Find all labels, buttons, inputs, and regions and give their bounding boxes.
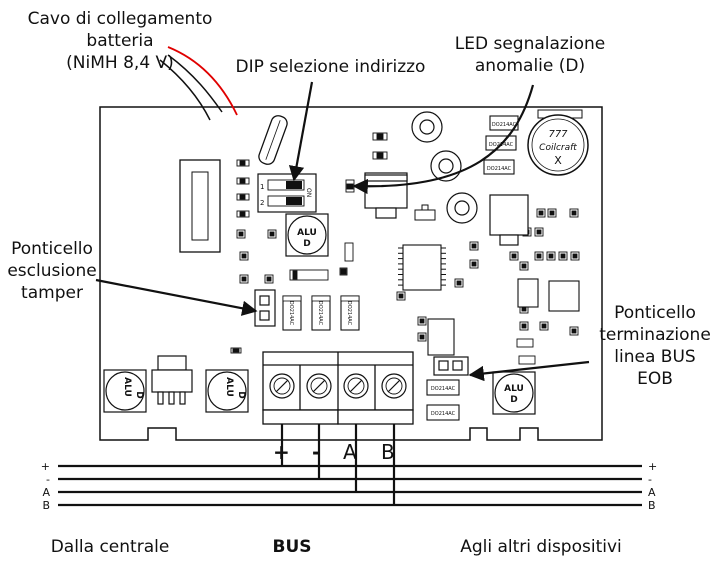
diode-bottom-1: DO214AC [426, 379, 460, 396]
dip-switch: 1 2 ON [257, 173, 317, 213]
bus-label-right: + [648, 460, 657, 473]
bus-label-left: A [42, 486, 50, 499]
svg-text:X: X [554, 154, 562, 167]
arrow-dip [288, 81, 314, 182]
dip-on-label: ON [305, 188, 312, 197]
round-components [411, 111, 478, 224]
bus-wires [58, 424, 642, 507]
svg-text:DO214AC: DO214AC [431, 386, 456, 392]
arrow-led [352, 84, 535, 195]
bus-label-left: B [42, 499, 50, 512]
terminal-block [262, 351, 414, 425]
diode-bottom-2: DO214AC [426, 404, 460, 421]
diode-top-3: DO214AC [483, 159, 515, 175]
svg-text:DO214AC: DO214AC [346, 301, 352, 326]
label-battery-cable: Cavo di collegamento batteria (NiMH 8,4 … [27, 9, 213, 73]
power-transistor-1 [364, 172, 408, 219]
square-pad [548, 280, 580, 312]
svg-text:1: 1 [260, 183, 264, 191]
battery-cable-black [159, 59, 211, 121]
capacitor-left-1: ALU D [103, 369, 147, 413]
bus-label-right: B [648, 499, 656, 512]
capacitor-right: ALU D [492, 371, 536, 415]
bus-label-left: - [46, 473, 50, 486]
label-from-panel: Dalla centrale [50, 537, 170, 557]
tamper-jumper [254, 289, 276, 327]
bus-side-labels: +-AB+-AB [41, 460, 657, 512]
terminal-label: - [312, 440, 320, 464]
diode-mid-2: DO214AC [311, 295, 331, 331]
svg-text:DO214AC: DO214AC [492, 122, 517, 128]
label-dip: DIP selezione indirizzo [235, 57, 426, 77]
arrow-tamper [95, 278, 258, 316]
terminal-label: B [381, 440, 395, 464]
label-to-devices: Agli altri dispositivi [460, 537, 622, 557]
diode-mid-3: DO214AC [340, 295, 360, 331]
svg-text:D: D [236, 391, 246, 398]
svg-text:DO214AC: DO214AC [487, 166, 512, 172]
smd-parts [230, 132, 580, 365]
svg-text:Coilcraft: Coilcraft [539, 143, 577, 153]
small-transistor [414, 204, 436, 221]
svg-text:ALU: ALU [122, 377, 132, 397]
pcb-board [99, 106, 603, 441]
diode-mid-1: DO214AC [282, 295, 302, 331]
svg-text:DO214AC: DO214AC [431, 411, 456, 417]
battery-cable-red [167, 46, 238, 116]
battery-cable-black-2 [167, 54, 223, 113]
ic-small [517, 278, 539, 308]
ic-main [398, 244, 446, 291]
svg-text:D: D [303, 239, 310, 249]
ic-eob [427, 318, 455, 356]
label-led: LED segnalazione anomalie (D) [454, 34, 606, 76]
svg-text:ALU: ALU [297, 228, 317, 238]
terminal-label: A [343, 440, 357, 464]
svg-text:D: D [510, 395, 517, 405]
capacitor-left-2: ALU D [205, 369, 249, 413]
svg-text:2: 2 [260, 199, 264, 207]
voltage-regulator [151, 355, 193, 405]
label-bus: BUS [272, 537, 312, 557]
inductor-coilcraft: 777 Coilcraft X [527, 109, 589, 176]
label-eob: Ponticello terminazione linea BUS EOB [599, 303, 711, 389]
power-transistor-2 [489, 194, 529, 246]
bus-label-right: - [648, 473, 652, 486]
capacitor-center: ALU D [285, 213, 329, 257]
bus-label-left: + [41, 460, 50, 473]
fuse [258, 115, 288, 165]
svg-text:DO214AC: DO214AC [288, 301, 294, 326]
svg-text:D: D [134, 391, 144, 398]
terminal-label: + [273, 440, 290, 464]
bus-label-right: A [648, 486, 656, 499]
label-tamper: Ponticello esclusione tamper [7, 239, 97, 303]
arrow-eob [468, 360, 590, 382]
svg-text:DO214AC: DO214AC [317, 301, 323, 326]
svg-text:777: 777 [548, 129, 568, 140]
svg-text:ALU: ALU [224, 377, 234, 397]
svg-text:ALU: ALU [504, 384, 524, 394]
eob-jumper [433, 356, 469, 376]
